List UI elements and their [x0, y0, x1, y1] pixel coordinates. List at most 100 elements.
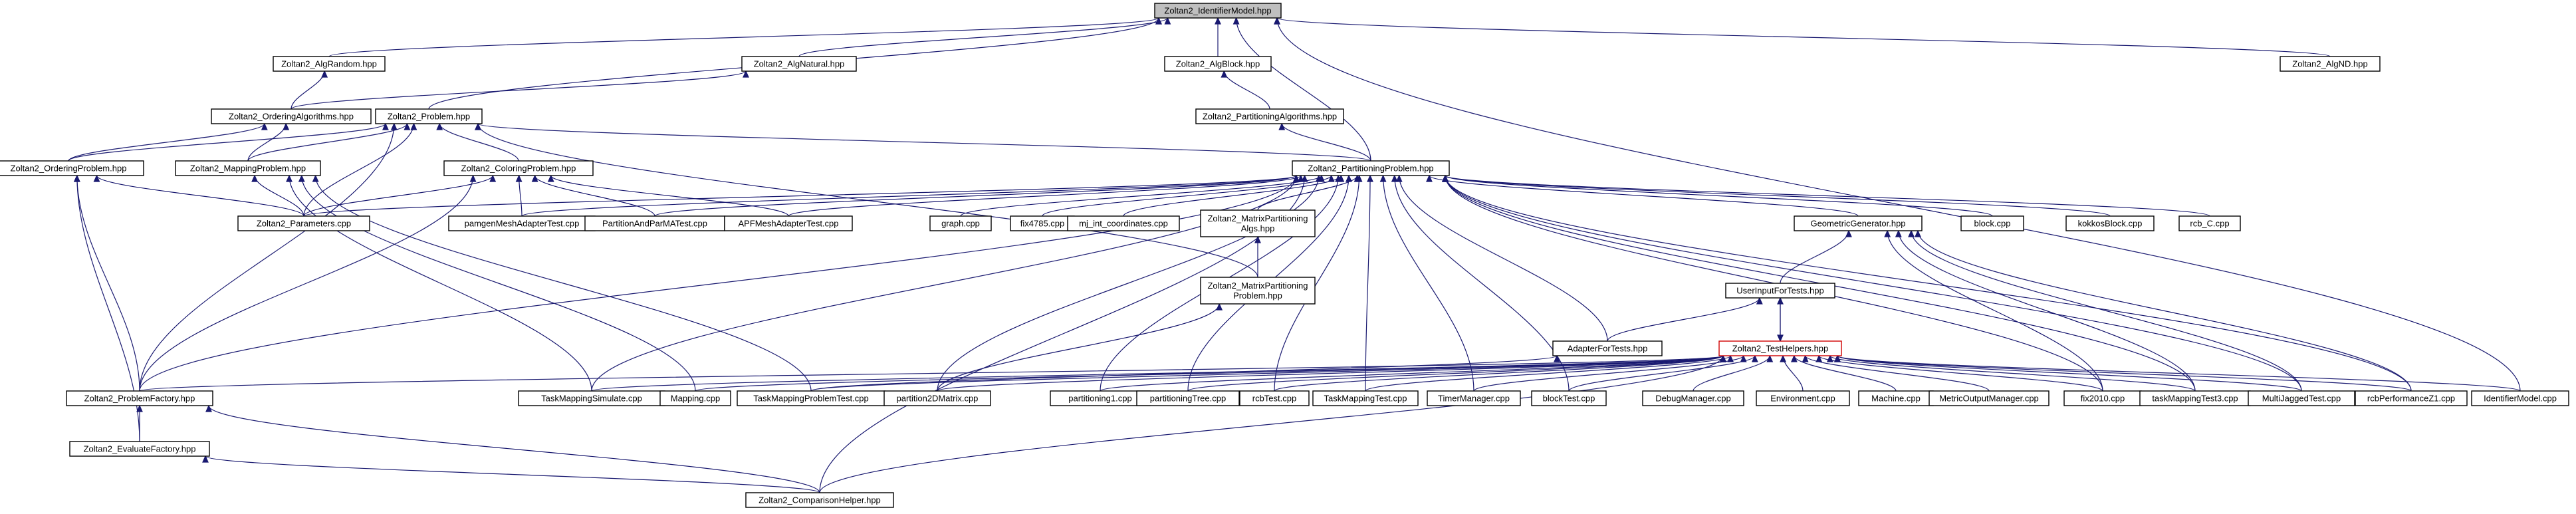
node-label: rcb_C.cpp [2190, 219, 2229, 229]
node-debugmanager[interactable]: DebugManager.cpp [1642, 390, 1744, 406]
node-testhelpers[interactable]: Zoltan2_TestHelpers.hpp [1718, 340, 1842, 356]
dependency-edge [1884, 229, 2103, 392]
node-machine[interactable]: Machine.cpp [1858, 390, 1934, 406]
node-label: partitioningTree.cpp [1150, 394, 1226, 404]
node-label: Zoltan2_MatrixPartitioning [1207, 281, 1308, 291]
node-box [2471, 390, 2569, 406]
edge-arrowhead [1232, 17, 1240, 25]
node-label: TimerManager.cpp [1438, 394, 1510, 404]
node-box [1292, 160, 1450, 176]
edge-arrowhead [1315, 174, 1322, 182]
node-orderingprob[interactable]: Zoltan2_OrderingProblem.hpp [0, 160, 144, 176]
node-blocktest[interactable]: blockTest.cpp [1531, 390, 1607, 406]
node-rcbperf[interactable]: rcbPerformanceZ1.cpp [2355, 390, 2468, 406]
edge-arrowhead [1780, 354, 1787, 362]
node-box [1164, 56, 1272, 72]
node-tmtest[interactable]: TaskMappingTest.cpp [1312, 390, 1419, 406]
node-apfmesh[interactable]: APFMeshAdapterTest.cpp [724, 215, 853, 231]
node-algblock[interactable]: Zoltan2_AlgBlock.hpp [1164, 56, 1272, 72]
node-block[interactable]: block.cpp [1960, 215, 2024, 231]
node-partitioning1[interactable]: partitioning1.cpp [1050, 390, 1151, 406]
edge-line [1473, 355, 1744, 392]
edge-line [1383, 175, 1474, 392]
node-coloringprob[interactable]: Zoltan2_ColoringProblem.hpp [443, 160, 594, 176]
edge-line [1568, 355, 1756, 392]
node-mjint[interactable]: mj_int_coordinates.cpp [1067, 215, 1180, 231]
node-graph[interactable]: graph.cpp [929, 215, 992, 231]
node-orderingalg[interactable]: Zoltan2_OrderingAlgorithms.hpp [211, 108, 372, 124]
node-evalfactory[interactable]: Zoltan2_EvaluateFactory.hpp [69, 441, 210, 457]
edge-arrowhead [469, 174, 477, 182]
dependency-edge [1232, 17, 1371, 162]
node-tmtest3[interactable]: taskMappingTest3.cpp [2139, 390, 2251, 406]
node-label: Zoltan2_PartitioningAlgorithms.hpp [1203, 112, 1337, 122]
node-problemfactory[interactable]: Zoltan2_ProblemFactory.hpp [66, 390, 213, 406]
node-partandparma[interactable]: PartitionAndParMATest.cpp [584, 215, 725, 231]
node-userinput[interactable]: UserInputForTests.hpp [1725, 283, 1835, 299]
edge-arrowhead [321, 70, 328, 78]
node-environment[interactable]: Environment.cpp [1756, 390, 1850, 406]
node-algrandom[interactable]: Zoltan2_AlgRandom.hpp [273, 56, 386, 72]
node-layer: Zoltan2_IdentifierModel.hppZoltan2_AlgRa… [0, 3, 2569, 508]
edge-line [1123, 175, 1342, 217]
node-metricoutput[interactable]: MetricOutputManager.cpp [1929, 390, 2049, 406]
dependency-edge [591, 174, 1300, 392]
edge-line [1236, 17, 1371, 162]
edge-arrowhead [1335, 174, 1342, 182]
node-mapping[interactable]: Mapping.cpp [659, 390, 731, 406]
dependency-edge [798, 17, 1171, 57]
dependency-edge [286, 174, 592, 392]
node-tmproblemtest[interactable]: TaskMappingProblemTest.cpp [737, 390, 885, 406]
node-partprob[interactable]: Zoltan2_PartitioningProblem.hpp [1292, 160, 1450, 176]
edge-arrowhead [1751, 354, 1758, 362]
edge-arrowhead [531, 174, 538, 182]
node-box [1067, 215, 1180, 231]
edge-line [139, 175, 1297, 392]
node-parameters[interactable]: Zoltan2_Parameters.cpp [237, 215, 370, 231]
node-mjtest[interactable]: MultiJaggedTest.cpp [2248, 390, 2355, 406]
edge-line [654, 175, 1297, 217]
edge-line [303, 175, 493, 217]
node-partitioningtree[interactable]: partitioningTree.cpp [1136, 390, 1240, 406]
node-root[interactable]: Zoltan2_IdentifierModel.hpp [1154, 3, 1282, 19]
node-box [1239, 390, 1310, 406]
node-label: block.cpp [1974, 219, 2011, 229]
node-timermanager[interactable]: TimerManager.cpp [1427, 390, 1521, 406]
node-tmsimulate[interactable]: TaskMappingSimulate.cpp [518, 390, 665, 406]
edge-line [1607, 297, 1760, 342]
edge-arrowhead [436, 122, 443, 130]
node-label: kokkosBlock.cpp [2078, 219, 2143, 229]
node-adapterfortests[interactable]: AdapterForTests.hpp [1552, 340, 1663, 356]
node-fix4785[interactable]: fix4785.cpp [1010, 215, 1075, 231]
node-partalg[interactable]: Zoltan2_PartitioningAlgorithms.hpp [1195, 108, 1344, 124]
node-rcbtest[interactable]: rcbTest.cpp [1239, 390, 1310, 406]
node-problem[interactable]: Zoltan2_Problem.hpp [375, 108, 483, 124]
edge-line [1780, 230, 1849, 284]
edge-arrowhead [283, 122, 290, 130]
node-geomgen[interactable]: GeometricGenerator.hpp [1794, 215, 1923, 231]
node-label: IdentifierModel.cpp [2484, 394, 2557, 404]
edge-line [208, 405, 820, 493]
node-mappingprob[interactable]: Zoltan2_MappingProblem.hpp [175, 160, 321, 176]
node-label: Mapping.cpp [671, 394, 720, 404]
node-rcbc[interactable]: rcb_C.cpp [2178, 215, 2241, 231]
edge-arrowhead [312, 174, 319, 182]
node-pamgen[interactable]: pamgenMeshAdapterTest.cpp [448, 215, 596, 231]
node-algnd[interactable]: Zoltan2_AlgND.hpp [2280, 56, 2381, 72]
node-fix2010[interactable]: fix2010.cpp [2063, 390, 2142, 406]
node-label: Zoltan2_MappingProblem.hpp [190, 164, 306, 174]
edge-line [1281, 123, 1371, 162]
node-label: Zoltan2_ColoringProblem.hpp [461, 164, 576, 174]
node-label: TaskMappingSimulate.cpp [541, 394, 642, 404]
edge-line [1276, 17, 2521, 392]
node-part2d[interactable]: partition2DMatrix.cpp [883, 390, 991, 406]
node-algnatural[interactable]: Zoltan2_AlgNatural.hpp [741, 56, 857, 72]
node-box [0, 160, 144, 176]
node-identmodelcpp[interactable]: IdentifierModel.cpp [2471, 390, 2569, 406]
dependency-edge [205, 404, 820, 493]
dependency-edge [1215, 17, 1221, 57]
node-comparison[interactable]: Zoltan2_ComparisonHelper.hpp [745, 492, 894, 508]
node-kokkos[interactable]: kokkosBlock.cpp [2065, 215, 2155, 231]
